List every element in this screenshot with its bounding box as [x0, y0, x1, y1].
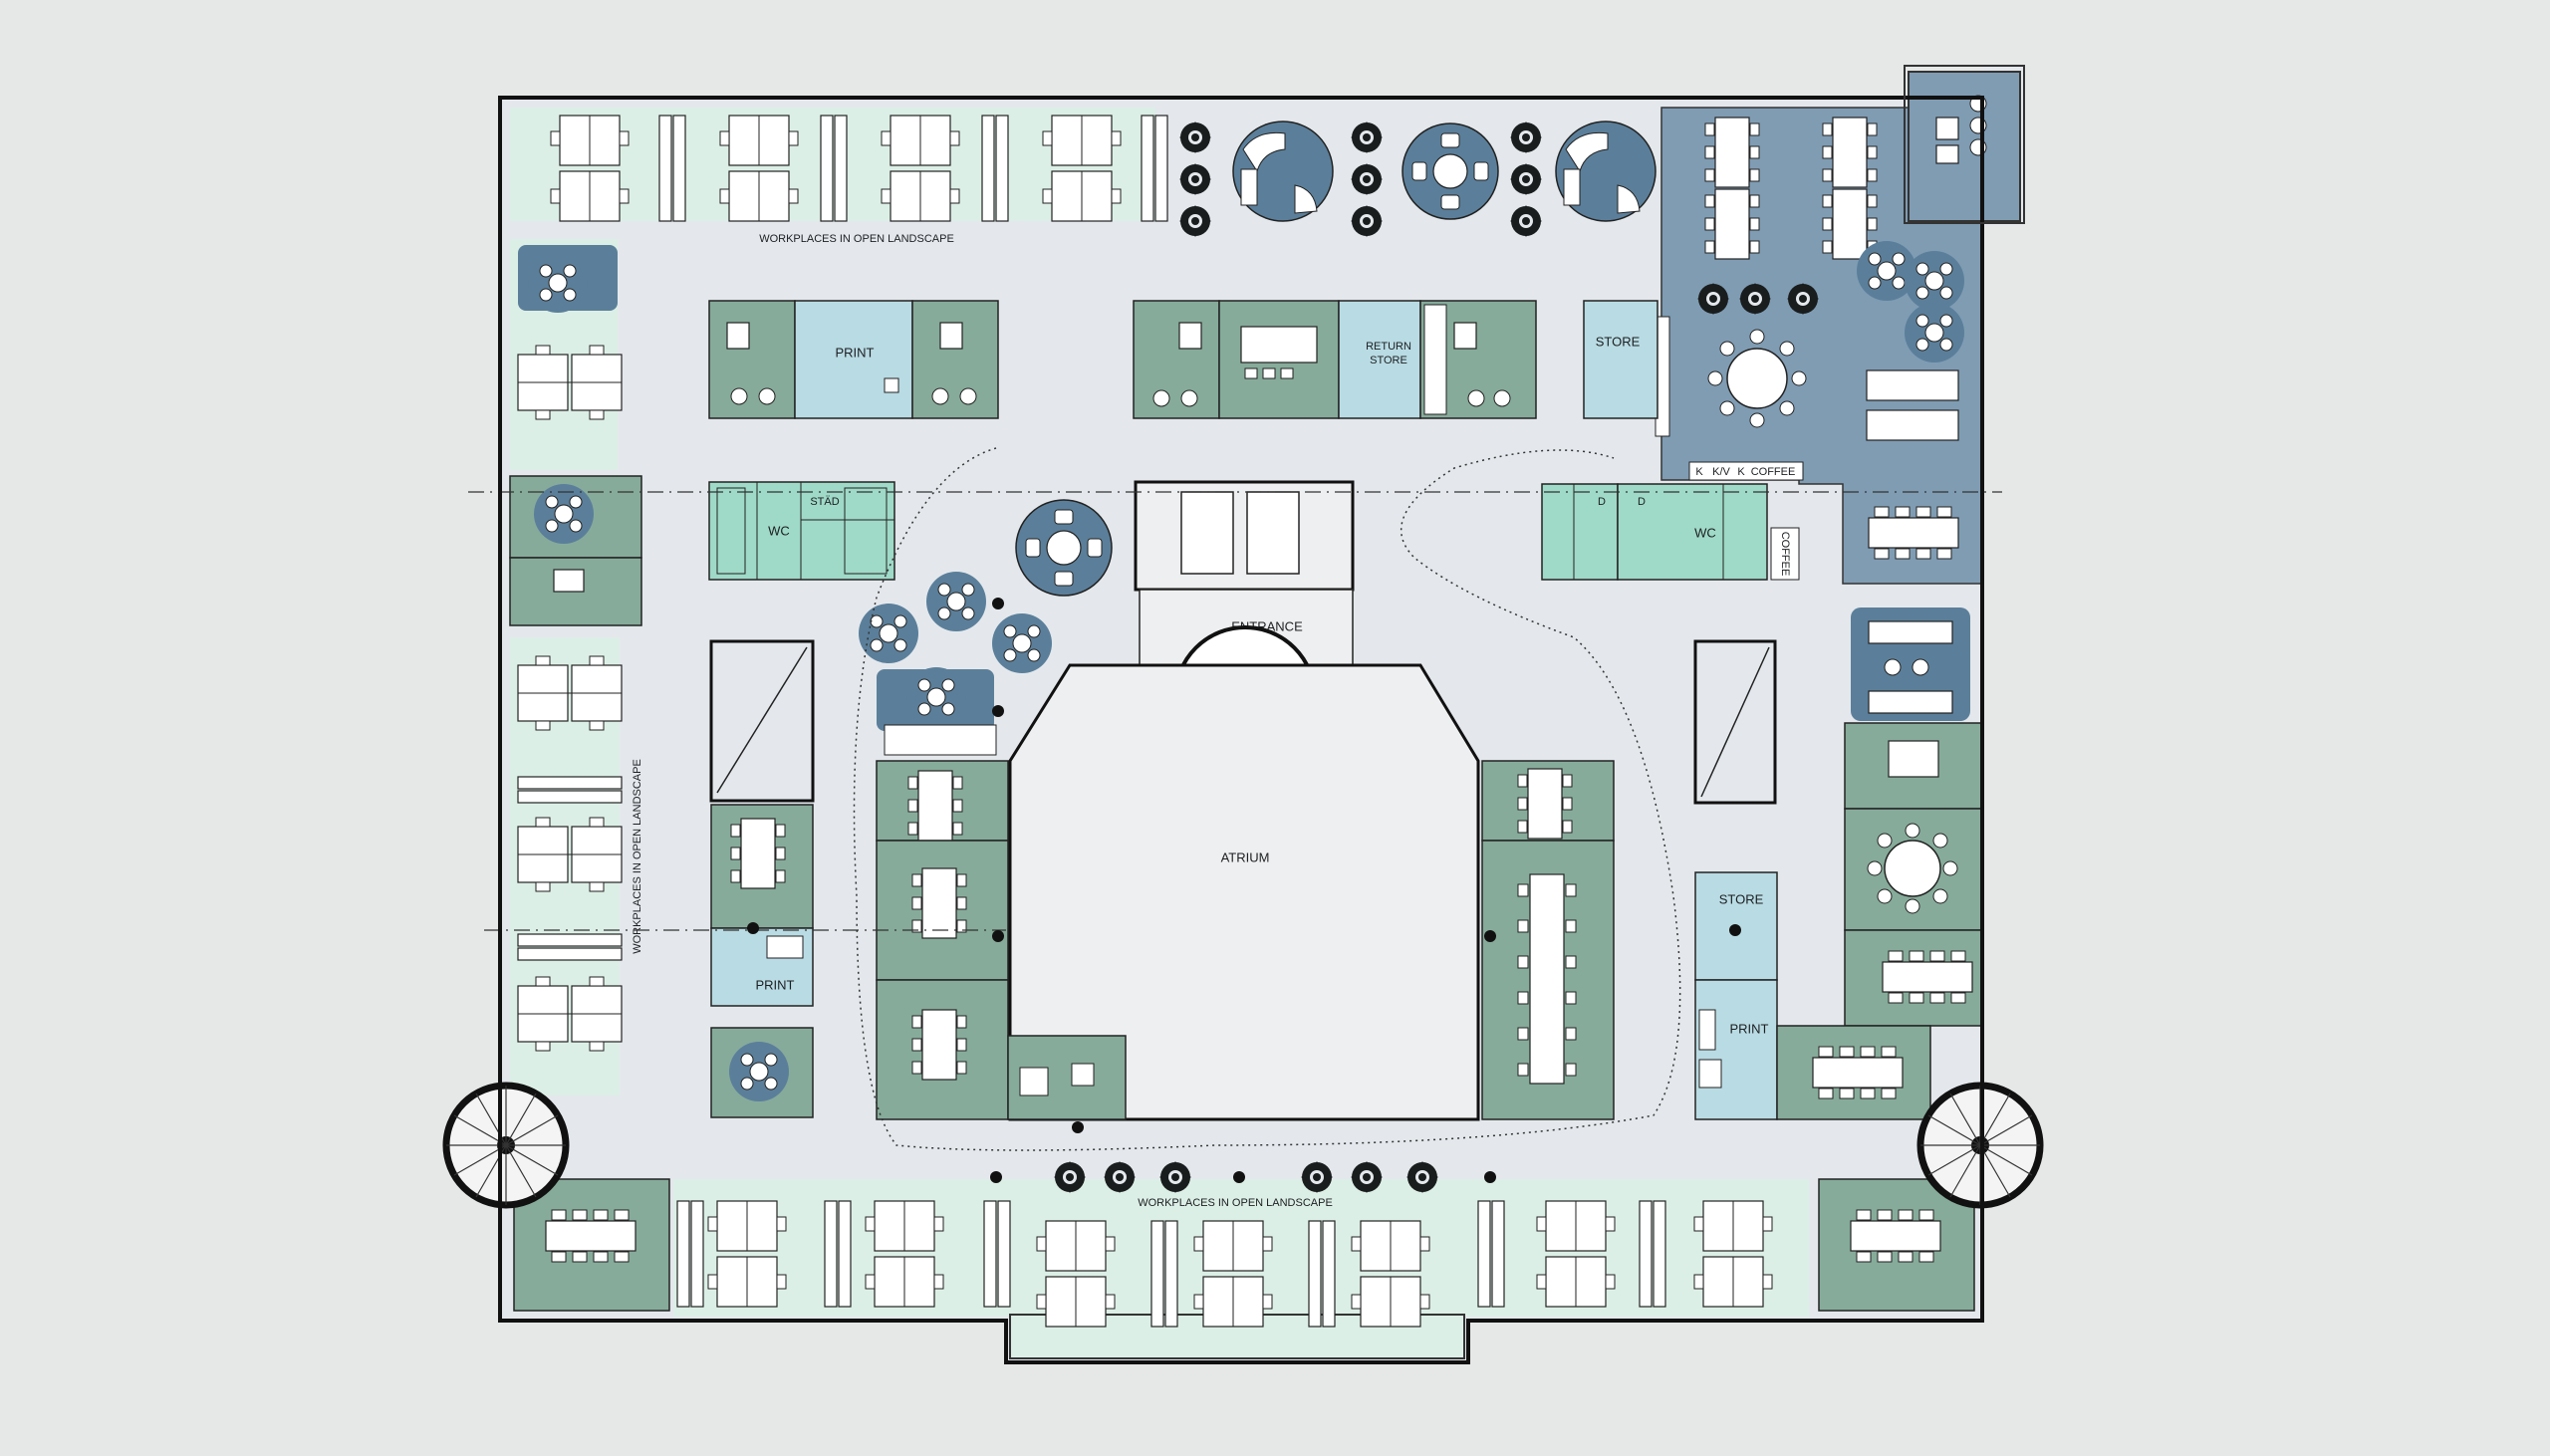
print-label-top: PRINT: [836, 345, 875, 360]
kitchen-strip: K K/V K COFFEE: [1655, 316, 1804, 481]
coffee-label-right: COFFEE: [1779, 532, 1791, 577]
balcony-outline: [1904, 65, 2025, 224]
bottom-corner-rooms: [513, 1178, 1975, 1312]
store-room-top: STORE: [1583, 300, 1658, 419]
return-label: RETURN: [1366, 341, 1411, 353]
round-table-icon[interactable]: [1015, 499, 1113, 597]
spiral-stair-icon[interactable]: [446, 1086, 566, 1205]
office-block-left: PRINT: [708, 300, 999, 419]
coffee-label-canteen: COFFEE: [1751, 466, 1796, 478]
meeting-table[interactable]: [911, 1009, 967, 1081]
round-table-icon[interactable]: [1402, 122, 1499, 220]
meeting-table[interactable]: [907, 770, 963, 842]
dining-table[interactable]: [1822, 117, 1878, 188]
office-block-center: RETURN STORE: [1133, 300, 1537, 419]
outer-wall: [498, 96, 1984, 1364]
workplaces-label-top: WORKPLACES IN OPEN LANDSCAPE: [759, 233, 954, 245]
round-table-icon[interactable]: [527, 252, 589, 314]
wc-label-left: WC: [768, 523, 790, 538]
columns: [747, 598, 1496, 1183]
round-table-icon[interactable]: [1904, 250, 1965, 312]
round-table-icon[interactable]: [991, 612, 1053, 674]
right-core: STORE PRINT: [1693, 639, 1778, 1120]
meeting-table[interactable]: [911, 867, 967, 939]
meeting-rooms-right: [1481, 760, 1615, 1120]
d-label-2: D: [1638, 496, 1646, 508]
round-table-icon[interactable]: [925, 571, 987, 632]
kitchen-label-k1: K: [1695, 466, 1703, 478]
workplaces-label-left: WORKPLACES IN OPEN LANDSCAPE: [632, 759, 643, 954]
stad-label: STÄD: [810, 496, 839, 508]
atrium: [1008, 663, 1480, 1121]
atrium-label: ATRIUM: [1221, 849, 1270, 864]
meeting-table[interactable]: [1517, 768, 1573, 840]
print-label-left: PRINT: [756, 977, 795, 992]
wc-label-right: WC: [1694, 525, 1716, 540]
left-wing: [509, 245, 642, 1052]
store-label-right: STORE: [1719, 891, 1764, 906]
kitchen-label-k3: K: [1737, 466, 1745, 478]
wc-block-right: D D WC COFFEE: [1541, 483, 1800, 581]
dining-table[interactable]: [1704, 188, 1760, 260]
d-label-1: D: [1598, 496, 1606, 508]
lounge-pods-top: [1232, 121, 1657, 222]
round-table-icon[interactable]: [858, 603, 919, 664]
return-store-label: STORE: [1370, 355, 1407, 366]
wc-block-left: WC STÄD: [708, 481, 895, 581]
lounge-cluster: [858, 499, 1113, 756]
round-table-icon[interactable]: [905, 666, 967, 728]
round-dining-table[interactable]: [1707, 329, 1807, 428]
left-core: PRINT: [709, 639, 815, 1118]
circulation-path: [853, 447, 1681, 1151]
meeting-rooms-left: [876, 760, 1127, 1120]
kitchen-label-kv: K/V: [1712, 466, 1730, 478]
right-wing: [1776, 607, 1983, 1120]
round-table-icon[interactable]: [1904, 302, 1965, 364]
round-table-icon[interactable]: [1867, 823, 1958, 914]
meeting-table[interactable]: [730, 818, 786, 889]
workplaces-label-bottom: WORKPLACES IN OPEN LANDSCAPE: [1138, 1197, 1333, 1209]
balcony: [1908, 71, 2021, 222]
print-label-right: PRINT: [1730, 1021, 1769, 1036]
store-label-top: STORE: [1596, 334, 1641, 349]
dining-table[interactable]: [1704, 117, 1760, 188]
round-table-icon[interactable]: [728, 1041, 790, 1102]
round-table-icon[interactable]: [533, 483, 595, 545]
